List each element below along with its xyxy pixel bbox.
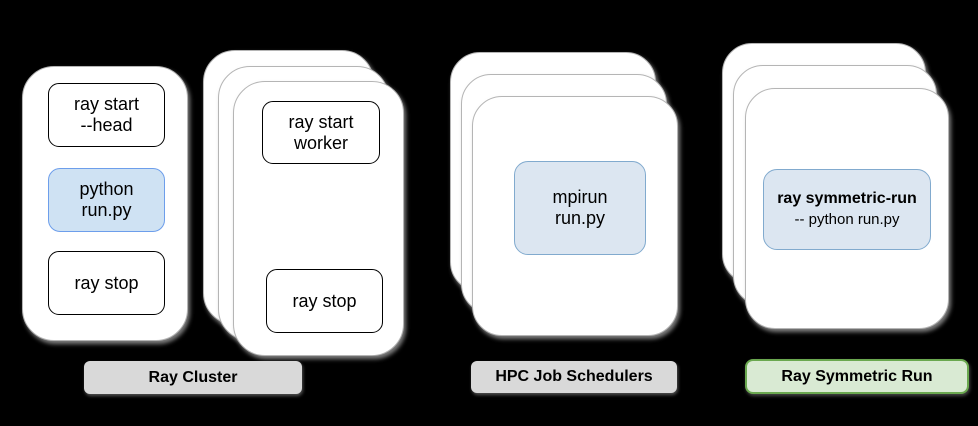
cmd-line: ray symmetric-run <box>777 190 917 208</box>
hpc-node-card-front: mpirun run.py <box>472 96 678 336</box>
hpc-job-schedulers-label: HPC Job Schedulers <box>471 361 677 393</box>
cmd-line: run.py <box>81 200 132 220</box>
cmd-line: -- python run.py <box>794 211 900 229</box>
mpirun-box: mpirun run.py <box>514 161 646 255</box>
cmd-line: ray start <box>288 111 354 132</box>
ray-start-head-box: ray start --head <box>48 83 165 147</box>
head-node-card: ray start --head python run.py ray stop <box>22 66 188 341</box>
symmetric-node-card-front: ray symmetric-run -- python run.py <box>745 88 949 329</box>
cmd-line: mpirun <box>552 187 608 208</box>
cmd-line: worker <box>293 132 348 153</box>
cmd-line: ray stop <box>74 272 139 293</box>
cmd-line: run.py <box>554 208 606 228</box>
worker-node-card-front: ray start worker ray stop <box>233 81 404 356</box>
ray-stop-box: ray stop <box>48 251 165 315</box>
symmetric-run-box: ray symmetric-run -- python run.py <box>763 169 931 250</box>
cmd-line: --head <box>80 115 133 135</box>
cmd-line: ray stop <box>292 290 357 311</box>
worker-ray-stop-box: ray stop <box>266 269 383 333</box>
ray-cluster-label: Ray Cluster <box>84 361 302 394</box>
ray-symmetric-run-label: Ray Symmetric Run <box>745 359 969 394</box>
python-run-box: python run.py <box>48 168 165 232</box>
cmd-line: ray start <box>73 94 139 115</box>
cmd-line: python <box>79 179 134 200</box>
ray-start-worker-box: ray start worker <box>262 101 380 164</box>
